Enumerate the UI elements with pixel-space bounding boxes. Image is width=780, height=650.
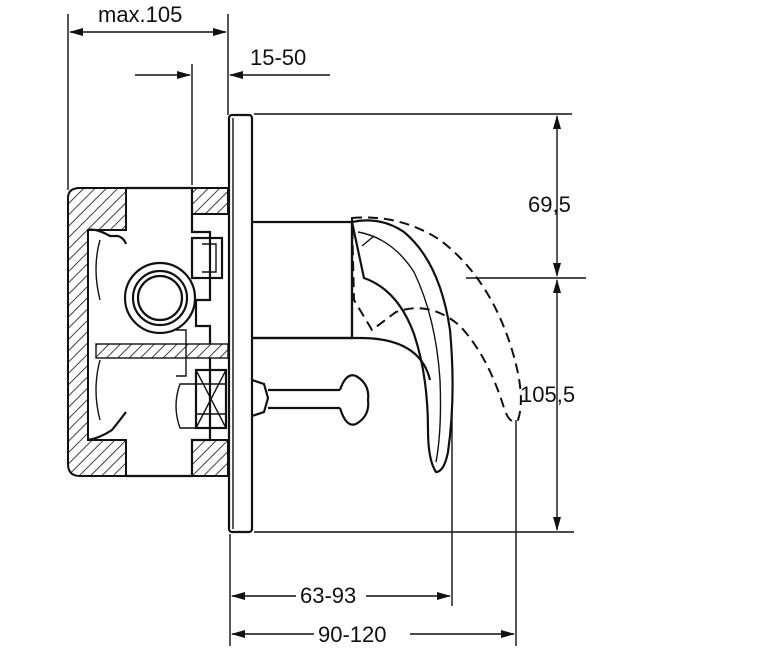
cover-plate xyxy=(227,113,254,534)
lever-handle-open-position xyxy=(350,216,522,423)
dimension-label-lever-reach: 63-93 xyxy=(300,583,356,608)
mixer-body xyxy=(252,220,432,381)
lever-handle xyxy=(350,219,454,474)
dimension-reach: 63-93 90-120 xyxy=(229,410,517,648)
dimension-heights: 69,5 105,5 xyxy=(254,113,586,533)
diverter-knob xyxy=(251,374,370,426)
valve-housing xyxy=(67,186,229,478)
dimension-label-spout-reach: 90-120 xyxy=(318,622,387,647)
dimension-wall-range: 15-50 xyxy=(135,45,330,185)
dimension-label-wall-range: 15-50 xyxy=(250,45,306,70)
dimension-max-depth: max.105 xyxy=(67,2,229,190)
dimension-label-max-depth: max.105 xyxy=(98,2,182,27)
inlet-port xyxy=(123,261,197,335)
dimension-label-lower-height: 105,5 xyxy=(520,382,575,407)
dimension-label-upper-height: 69,5 xyxy=(528,192,571,217)
